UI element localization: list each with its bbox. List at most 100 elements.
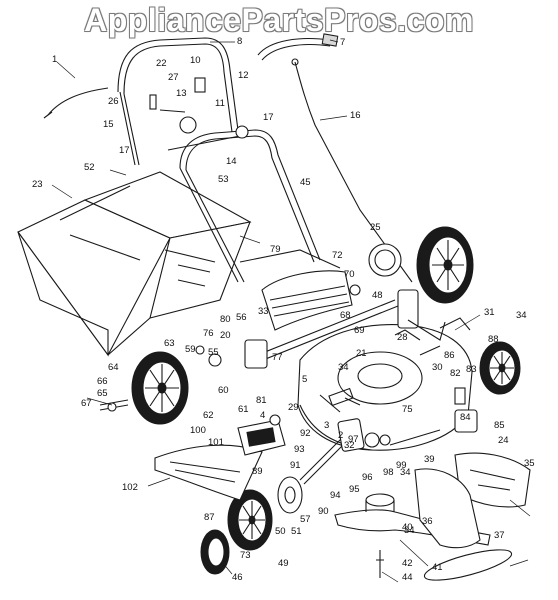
callout-16: 16 (350, 110, 361, 121)
callout-87: 87 (204, 512, 215, 523)
callout-32: 32 (344, 440, 355, 451)
callout-17a: 17 (263, 112, 274, 123)
hubcap (200, 529, 230, 575)
callout-88: 88 (488, 334, 499, 345)
callout-51: 51 (291, 526, 302, 537)
callout-2: 2 (338, 430, 343, 441)
callout-69: 69 (354, 325, 365, 336)
callout-41: 41 (432, 562, 443, 573)
callout-33: 33 (258, 306, 269, 317)
callout-27: 27 (168, 72, 179, 83)
callout-91: 91 (290, 460, 301, 471)
callout-99: 99 (396, 460, 407, 471)
callout-84: 84 (460, 412, 471, 423)
callout-15: 15 (103, 119, 114, 130)
callout-34c: 34 (400, 467, 411, 478)
callout-82: 82 (450, 368, 461, 379)
callout-24: 24 (498, 435, 509, 446)
callout-30: 30 (432, 362, 443, 373)
callout-3: 3 (324, 420, 329, 431)
callout-34d: 34 (404, 525, 415, 536)
callout-96: 96 (362, 472, 373, 483)
callout-90: 90 (318, 506, 329, 517)
callout-25: 25 (370, 222, 381, 233)
callout-73: 73 (240, 550, 251, 561)
callout-leaders (51, 39, 531, 583)
callout-42: 42 (402, 558, 413, 569)
callout-23: 23 (32, 179, 43, 190)
callout-56: 56 (236, 312, 247, 323)
callout-39: 39 (424, 454, 435, 465)
callout-13: 13 (176, 88, 187, 99)
callout-1: 1 (52, 54, 57, 65)
callout-10: 10 (190, 55, 201, 66)
callout-97: 97 (348, 434, 359, 445)
callout-98: 98 (383, 467, 394, 478)
drive-gear-assembly (277, 409, 478, 514)
callout-37: 37 (494, 530, 505, 541)
callout-49: 49 (278, 558, 289, 569)
callout-80: 80 (220, 314, 231, 325)
drive-belt (423, 549, 513, 581)
callout-52: 52 (84, 162, 95, 173)
lower-handle (159, 109, 321, 283)
callout-101: 101 (208, 437, 224, 448)
callout-93: 93 (294, 444, 305, 455)
callout-77: 77 (272, 352, 283, 363)
side-discharge-chute (154, 444, 263, 501)
callout-102: 102 (122, 482, 138, 493)
callout-34a: 34 (516, 310, 527, 321)
callout-11: 11 (215, 98, 225, 109)
callout-83: 83 (466, 364, 477, 375)
callout-8: 8 (237, 36, 242, 47)
callout-65: 65 (97, 388, 108, 399)
chute-deflector-101 (237, 419, 286, 456)
callout-14: 14 (226, 156, 237, 167)
callout-64: 64 (108, 362, 119, 373)
callout-55: 55 (208, 347, 219, 358)
callout-86: 86 (444, 350, 455, 361)
callout-75: 75 (402, 404, 413, 415)
callout-31: 31 (484, 307, 495, 318)
rear-axle-assembly (244, 289, 446, 369)
callout-76: 76 (203, 328, 214, 339)
callout-4: 4 (260, 410, 265, 421)
callout-44: 44 (402, 572, 413, 583)
callout-66: 66 (97, 376, 108, 387)
callout-46: 46 (232, 572, 243, 583)
callout-57: 57 (300, 514, 311, 525)
callout-20: 20 (220, 330, 231, 341)
callout-5: 5 (302, 374, 307, 385)
callout-26: 26 (108, 96, 119, 107)
upper-handle (117, 33, 339, 166)
callout-79: 79 (270, 244, 281, 255)
control-cable (291, 58, 413, 283)
callout-59: 59 (185, 344, 196, 355)
callout-36: 36 (422, 516, 433, 527)
callout-68: 68 (340, 310, 351, 321)
callout-81: 81 (256, 395, 267, 406)
engine-shroud (414, 468, 481, 549)
callout-34b: 34 (338, 362, 349, 373)
callout-85: 85 (494, 420, 505, 431)
engine-cover (454, 452, 531, 508)
callout-92: 92 (300, 428, 311, 439)
callout-22: 22 (156, 58, 167, 69)
rear-wheel-right (416, 226, 474, 304)
front-wheel-left (227, 489, 273, 551)
callout-94: 94 (330, 490, 341, 501)
callout-7: 7 (340, 37, 345, 48)
callout-48: 48 (372, 290, 383, 301)
control-bail (43, 87, 109, 119)
callout-70: 70 (344, 269, 355, 280)
rear-discharge-door (239, 249, 353, 331)
watermark-text: AppliancePartsPros.com (84, 2, 474, 38)
callout-89: 89 (252, 466, 263, 477)
callout-100: 100 (190, 425, 206, 436)
callout-63: 63 (164, 338, 175, 349)
callout-67: 67 (81, 398, 92, 409)
callout-labels: 1 2 3 4 5 7 8 10 11 12 13 14 15 16 17 17… (32, 36, 535, 583)
callout-60: 60 (218, 385, 229, 396)
